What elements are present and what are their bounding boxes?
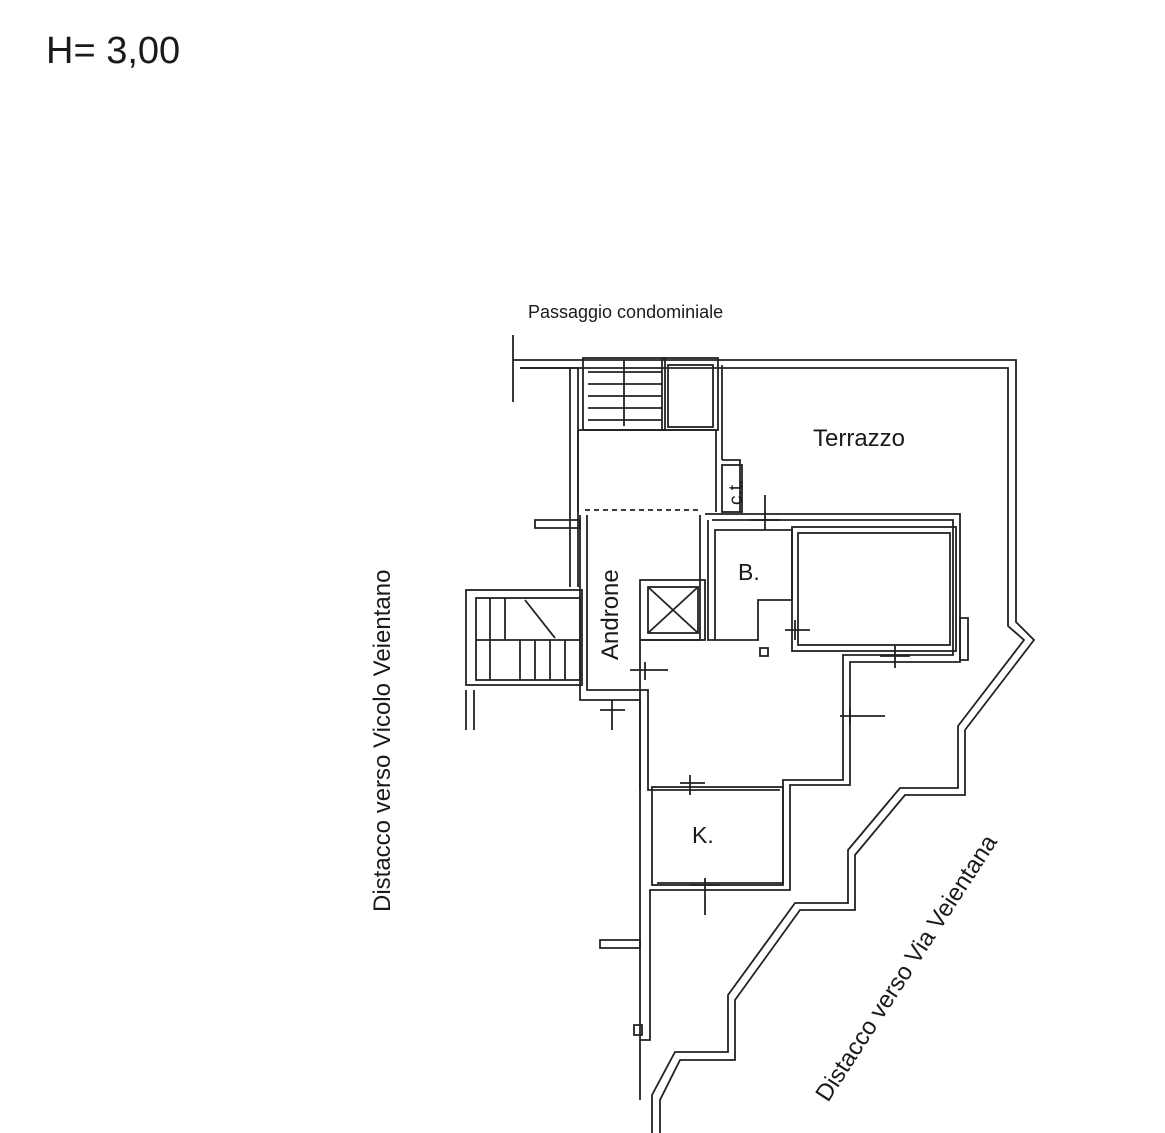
bath-label: B.: [738, 559, 760, 585]
setback-east-label: Distacco verso Via Veientana: [810, 830, 1003, 1107]
apartment-wall: [640, 513, 961, 1041]
top-boundary-wall: [513, 359, 1036, 1133]
setback-west-label: Distacco verso Vicolo Veientano: [369, 570, 396, 912]
top-boundary-wall-inner: [520, 367, 1026, 1133]
ct-cabinet: [721, 464, 743, 513]
top-small-room: [667, 364, 714, 428]
terrace-label: Terrazzo: [813, 425, 905, 452]
passage-label: Passaggio condominiale: [528, 302, 723, 322]
kitchen-label: K.: [692, 822, 714, 848]
lobby-label: Androne: [597, 569, 624, 660]
terrace-wall: [578, 365, 741, 512]
bath-room: [714, 529, 793, 641]
left-wall-2: [520, 367, 579, 587]
room-right: [797, 532, 951, 646]
ct-label: c.t.: [726, 480, 747, 505]
kitchen-room: [651, 786, 784, 886]
height-label: H= 3,00: [46, 30, 181, 72]
lift: [639, 579, 706, 641]
left-stairs: [465, 589, 583, 686]
